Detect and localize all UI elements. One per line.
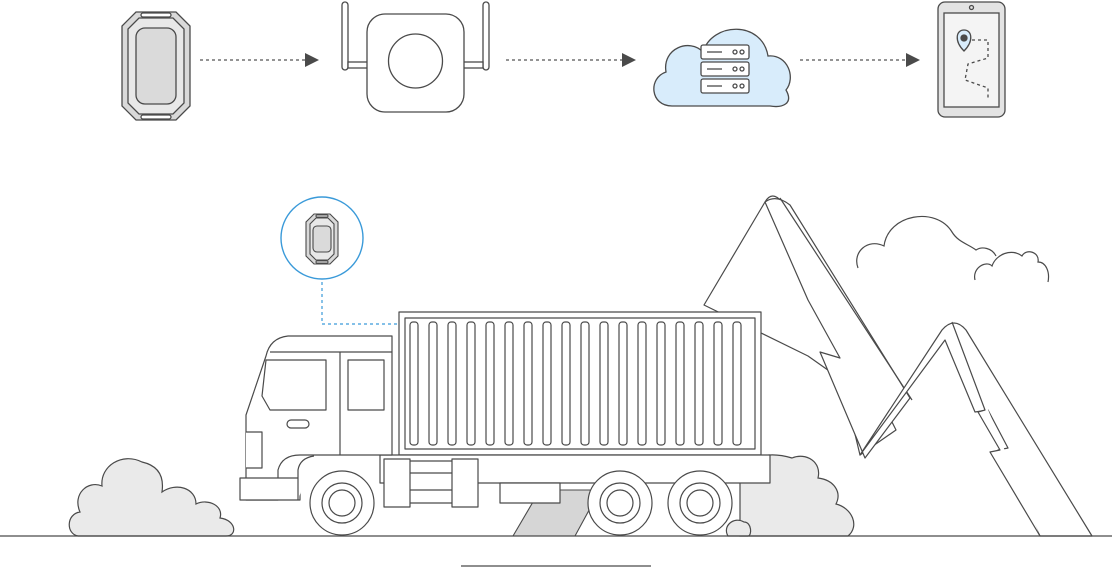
truck-wheels bbox=[309, 470, 733, 536]
flow-arrow-2 bbox=[506, 53, 636, 67]
flow-arrow-3 bbox=[800, 53, 920, 67]
ground bbox=[0, 535, 1112, 567]
tracker-callout bbox=[280, 196, 399, 325]
flow-arrow-1 bbox=[200, 53, 319, 67]
gps-tracker-icon bbox=[305, 213, 339, 265]
container-ribs bbox=[409, 321, 742, 446]
mountains bbox=[703, 195, 1093, 537]
sky-clouds bbox=[856, 216, 1050, 283]
cloud-server-icon bbox=[653, 28, 791, 108]
container-truck bbox=[239, 311, 771, 536]
wireless-gateway-icon bbox=[341, 1, 490, 113]
shipping-container bbox=[398, 311, 762, 456]
flow-diagram bbox=[121, 1, 1006, 121]
smartphone-map-icon bbox=[937, 1, 1006, 118]
truck-cab bbox=[239, 335, 393, 501]
gps-tracker-icon bbox=[121, 11, 191, 121]
